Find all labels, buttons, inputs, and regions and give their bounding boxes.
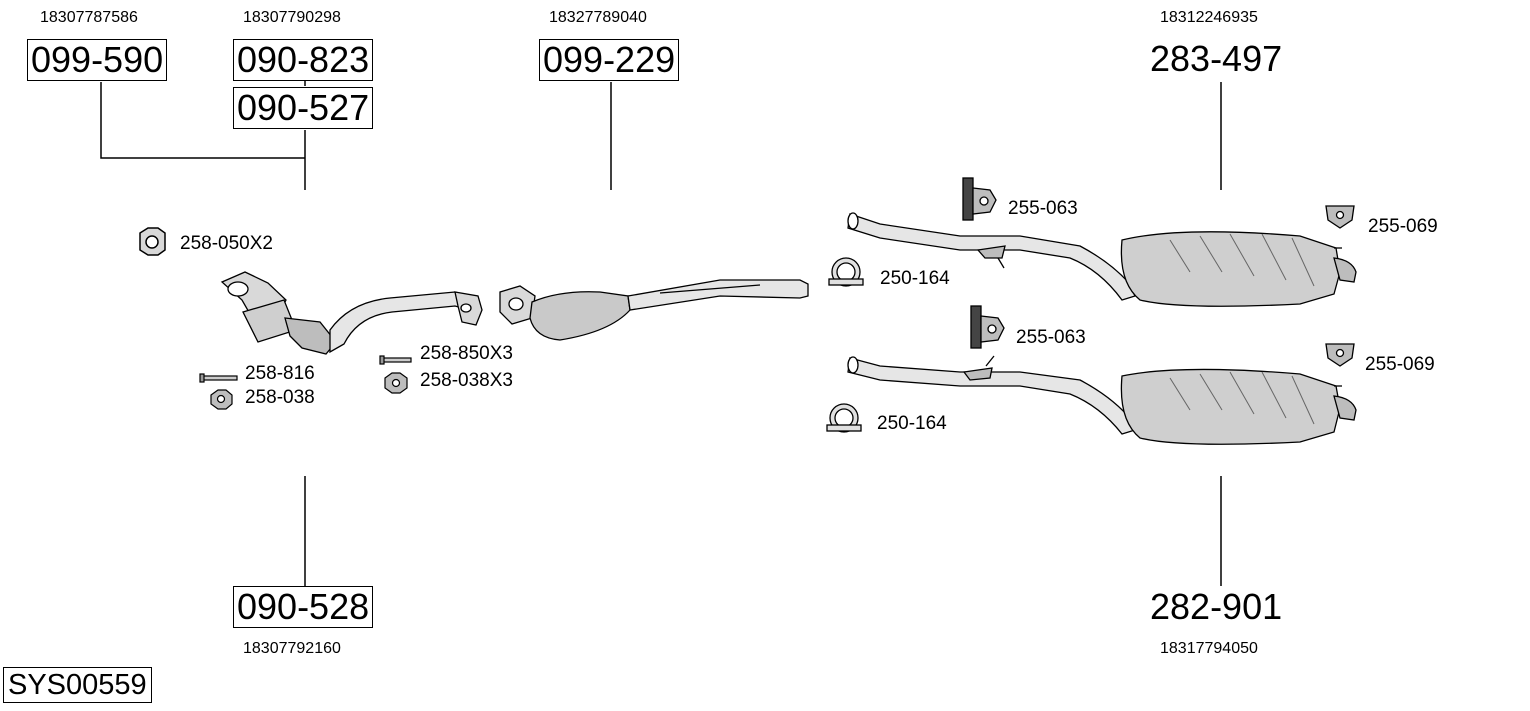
front-catalyst-pipe [220,271,483,355]
fitting-label[interactable]: 258-038 [245,387,315,408]
leader-099-590 [100,82,305,159]
oe-number: 18327789040 [549,9,647,26]
part-number-box[interactable]: 090-528 [233,586,374,628]
middle-catalyst-pipe [499,279,809,341]
hanger-bracket-icon [976,245,1006,269]
hex-nut-icon [139,227,166,256]
oe-number: 18307790298 [243,9,341,26]
hanger-icon [970,305,1005,349]
fitting-label[interactable]: 255-063 [1016,327,1086,348]
rear-silencer-bottom [847,356,1357,445]
hanger-bracket-icon [962,355,995,381]
part-number-box[interactable]: 099-590 [27,39,168,81]
fitting-label[interactable]: 258-850X3 [420,343,513,364]
fitting-label[interactable]: 255-063 [1008,198,1078,219]
bolt-icon [199,373,238,383]
part-number[interactable]: 283-497 [1150,38,1283,79]
oe-number: 18312246935 [1160,9,1258,26]
nut-icon [210,389,233,410]
fitting-label[interactable]: 250-164 [880,268,950,289]
fitting-label[interactable]: 258-816 [245,363,315,384]
rear-silencer-top [847,212,1357,307]
clamp-icon [828,257,864,287]
bolt-icon [379,355,412,365]
hanger-icon [962,177,997,221]
part-number-box[interactable]: 090-823 [233,39,374,81]
oe-number: 18307787586 [40,9,138,26]
part-number-box[interactable]: 090-527 [233,87,374,129]
fitting-label[interactable]: 258-038X3 [420,370,513,391]
part-number[interactable]: 282-901 [1150,586,1283,627]
rubber-mount-icon [1325,205,1355,249]
fitting-label[interactable]: 255-069 [1365,354,1435,375]
oe-number: 18317794050 [1160,640,1258,657]
part-number-box[interactable]: 099-229 [539,39,680,81]
fitting-label[interactable]: 255-069 [1368,216,1438,237]
clamp-icon [826,403,862,433]
fitting-label[interactable]: 258-050X2 [180,233,273,254]
nut-icon [384,372,408,394]
diagram-id: SYS00559 [3,667,152,703]
oe-number: 18307792160 [243,640,341,657]
fitting-label[interactable]: 250-164 [877,413,947,434]
rubber-mount-icon [1325,343,1355,387]
